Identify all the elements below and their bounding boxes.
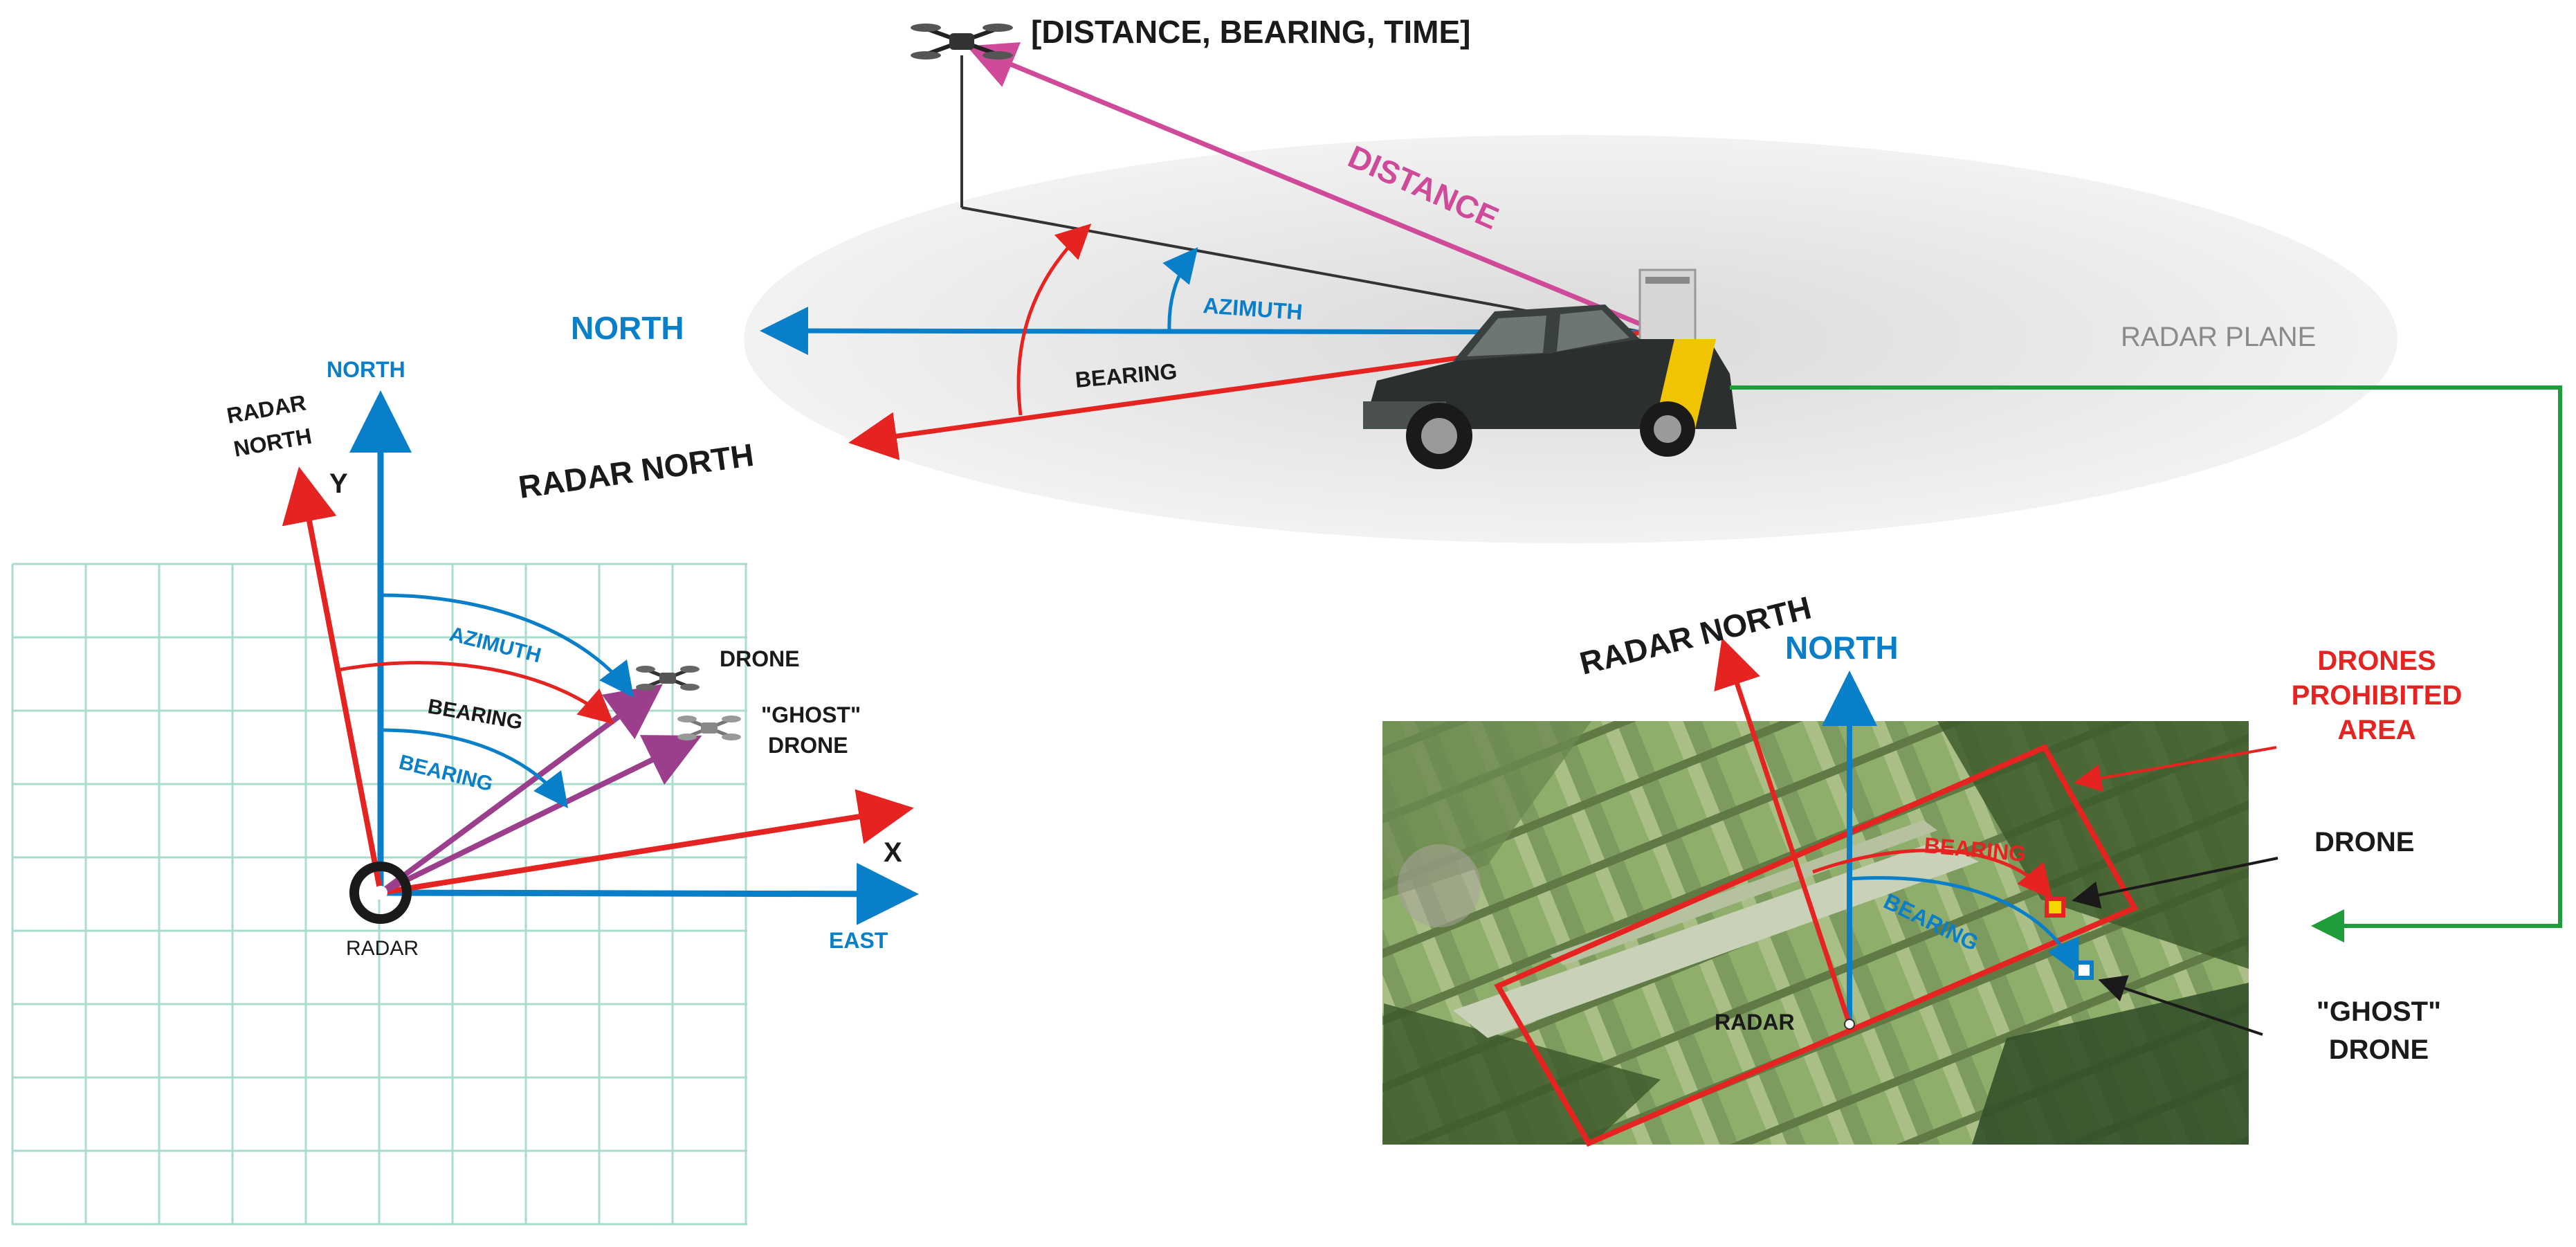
ghost-label-left-1: "GHOST"	[761, 702, 861, 727]
east-label: EAST	[829, 928, 888, 953]
measurement-label: [DISTANCE, BEARING, TIME]	[1031, 14, 1470, 50]
map-panel: RADAR NORTH NORTH DRONES PROHIBITED AREA…	[1382, 589, 2463, 1147]
map-ghost-label-1: "GHOST"	[2317, 996, 2441, 1027]
azimuth-arc-left	[380, 593, 634, 698]
top-scene: RADAR PLANE DISTANCE AZIMUTH BEARING NOR…	[516, 14, 2397, 543]
drone-pointer	[2072, 857, 2278, 909]
drone-marker	[2045, 897, 2065, 918]
map-drone-label: DRONE	[2314, 827, 2414, 857]
bearing-arc-left-blue	[380, 728, 569, 808]
radar-icon	[349, 862, 412, 924]
map-radar-point	[1844, 1019, 1855, 1030]
azimuth-arc	[1162, 247, 1198, 331]
prohibited-label-1: DRONES	[2317, 646, 2436, 676]
north-label-left: NORTH	[327, 357, 405, 382]
prohibited-pointer	[2074, 746, 2277, 792]
bearing-label-left-black: BEARING	[426, 695, 524, 734]
radar-plane-label: RADAR PLANE	[2121, 322, 2316, 352]
scene-to-map-connector	[1730, 385, 2562, 943]
drone-label-left: DRONE	[720, 646, 800, 671]
bearing-arc	[1016, 224, 1092, 416]
east-axis	[380, 862, 919, 925]
ghost-drone-marker	[2074, 961, 2094, 980]
ghost-label-left-2: DRONE	[768, 733, 848, 758]
map-bearing-arc-red	[1812, 848, 2053, 900]
left-diagram: NORTH RADAR NORTH Y X EAST RADAR AZIMUTH…	[11, 357, 919, 1226]
ghost-pointer	[2098, 975, 2263, 1036]
bearing-arc-left-red	[338, 661, 614, 725]
map-radar-north-arrow	[1714, 637, 1852, 1026]
radar-north-label-left-1: RADAR	[225, 390, 308, 428]
azimuth-label-left: AZIMUTH	[447, 623, 543, 668]
drone-icon	[911, 24, 1013, 60]
distance-arrow	[967, 42, 1645, 328]
x-axis-label: X	[884, 837, 902, 868]
ghost-drone-icon	[677, 716, 741, 740]
map-ghost-label-2: DRONE	[2329, 1035, 2429, 1065]
drone-icon	[636, 666, 700, 691]
prohibited-area	[1494, 743, 2139, 1147]
map-radar-north-label: RADAR NORTH	[1576, 589, 1815, 681]
map-radar-label: RADAR	[1715, 1010, 1795, 1035]
prohibited-label-3: AREA	[2337, 715, 2415, 745]
radar-y-axis	[282, 466, 383, 893]
vehicle-icon	[1363, 268, 1737, 469]
radar-north-label-left-2: NORTH	[232, 424, 313, 462]
radar-label-left: RADAR	[346, 937, 419, 960]
drone-vector	[378, 684, 663, 895]
y-axis-label: Y	[329, 468, 348, 499]
radar-x-axis	[380, 789, 914, 895]
prohibited-label-2: PROHIBITED	[2292, 680, 2463, 711]
satellite-map-image	[1382, 721, 2249, 1145]
ghost-drone-vector	[379, 735, 702, 895]
north-label: NORTH	[571, 310, 684, 346]
map-north-label: NORTH	[1785, 630, 1899, 666]
map-bearing-arc-blue	[1849, 876, 2079, 975]
radar-north-label: RADAR NORTH	[516, 437, 756, 505]
bearing-label-left-blue: BEARING	[396, 751, 495, 796]
